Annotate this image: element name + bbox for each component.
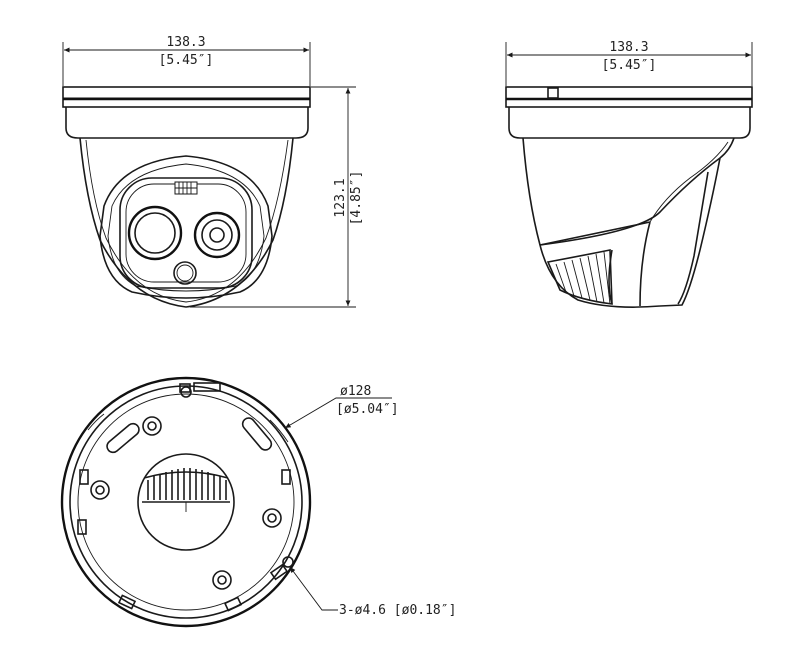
bottom-view: ø128 [ø5.04″] 3-ø4.6 [ø0.18″]	[60, 376, 456, 628]
side-width-in: [5.45″]	[602, 58, 657, 73]
front-lens-housing	[99, 155, 273, 299]
optical-lens	[193, 211, 241, 259]
front-height-mm: 123.1	[333, 178, 348, 217]
front-width-mm: 138.3	[166, 35, 205, 50]
bottom-diameter-in: [ø5.04″]	[336, 402, 399, 417]
cable-port-fins	[147, 468, 227, 500]
ir-led	[173, 261, 197, 285]
bottom-diameter-mm: ø128	[340, 384, 371, 399]
side-dome-body	[522, 137, 735, 308]
mount-slots	[106, 417, 273, 454]
front-height-dimension: 123.1 [4.85″]	[190, 86, 364, 308]
screw-hole-3	[262, 508, 282, 528]
sensor-grille	[174, 181, 198, 195]
front-width-in: [5.45″]	[159, 53, 214, 68]
diameter-callout: ø128 [ø5.04″]	[284, 384, 399, 429]
screw-hole-2	[90, 480, 110, 500]
thermal-lens	[127, 205, 183, 261]
front-dome-body	[79, 137, 294, 308]
front-height-in: [4.85″]	[349, 171, 364, 226]
side-thread-ring	[546, 249, 613, 305]
cable-port	[137, 453, 235, 551]
bottom-holes: 3-ø4.6 [ø0.18″]	[339, 603, 456, 618]
front-top-cap	[62, 86, 311, 139]
rim-notches	[77, 382, 291, 612]
screw-hole-1	[142, 416, 162, 436]
side-width-dimension: 138.3 [5.45″]	[505, 40, 753, 86]
side-view: 138.3 [5.45″]	[505, 40, 753, 308]
front-width-dimension: 138.3 [5.45″]	[62, 35, 311, 86]
side-width-mm: 138.3	[609, 40, 648, 55]
front-view: 138.3 [5.45″]	[62, 35, 364, 308]
side-top-cap	[505, 86, 753, 139]
screw-hole-5	[180, 386, 294, 568]
side-lens-housing	[539, 157, 721, 307]
screw-hole-4	[212, 570, 232, 590]
hole-callout: 3-ø4.6 [ø0.18″]	[289, 566, 456, 618]
